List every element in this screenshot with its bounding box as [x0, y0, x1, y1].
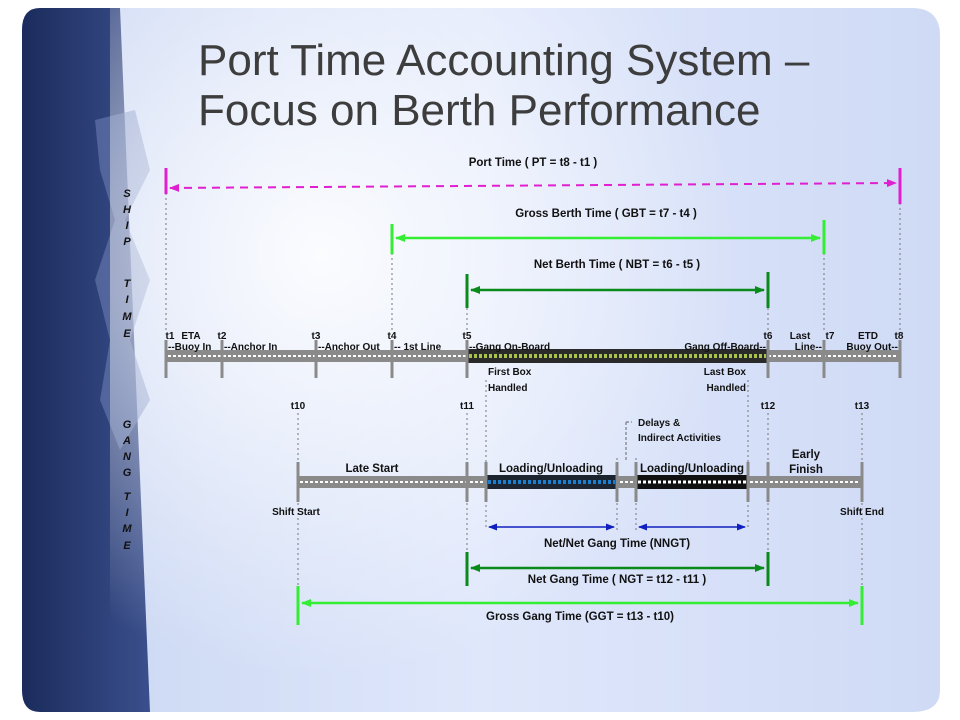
svg-text:t7: t7	[826, 331, 835, 342]
svg-text:H: H	[123, 204, 132, 216]
svg-text:Buoy Out--: Buoy Out--	[846, 342, 898, 353]
svg-text:Handled: Handled	[488, 383, 527, 394]
delays-callout: Delays & Indirect Activities	[625, 418, 721, 460]
gross-gang-label: Gross Gang Time (GGT = t13 - t10)	[486, 611, 674, 623]
svg-text:--Gang On-Board: --Gang On-Board	[469, 342, 550, 353]
loading-segment-1	[486, 475, 617, 489]
svg-text:P: P	[123, 236, 131, 248]
svg-text:Late Start: Late Start	[345, 463, 398, 475]
svg-text:Last Box: Last Box	[704, 367, 747, 378]
svg-text:t8: t8	[895, 331, 904, 342]
nngt-label: Net/Net Gang Time (NNGT)	[544, 538, 690, 550]
svg-text:M: M	[122, 523, 132, 535]
svg-text:--Anchor Out: --Anchor Out	[318, 342, 380, 353]
svg-text:I: I	[125, 294, 129, 306]
svg-text:--Anchor In: --Anchor In	[224, 342, 277, 353]
svg-text:Last: Last	[790, 331, 811, 342]
svg-text:Delays &: Delays &	[638, 418, 680, 429]
svg-text:T: T	[124, 491, 132, 503]
svg-text:Gang Off-Board--: Gang Off-Board--	[684, 342, 766, 353]
svg-text:E: E	[123, 328, 131, 340]
net-gang-label: Net Gang Time ( NGT = t12 - t11 )	[528, 574, 707, 586]
svg-text:Loading/Unloading: Loading/Unloading	[499, 463, 603, 475]
svg-text:t4: t4	[388, 331, 397, 342]
slide-title: Port Time Accounting System – Focus on B…	[198, 36, 898, 136]
svg-text:Shift Start: Shift Start	[272, 507, 320, 518]
ship-events: --Buoy In --Anchor In --Anchor Out -- 1s…	[168, 342, 898, 394]
svg-text:t12: t12	[761, 401, 776, 412]
ship-time-side-label: S H I P T I M E	[122, 188, 132, 340]
port-time-arrow	[169, 179, 897, 192]
svg-text:Handled: Handled	[707, 383, 746, 394]
title-line-2: Focus on Berth Performance	[198, 86, 761, 135]
svg-text:T: T	[124, 278, 132, 290]
svg-text:First Box: First Box	[488, 367, 532, 378]
gross-berth-label: Gross Berth Time ( GBT = t7 - t4 )	[515, 208, 697, 220]
svg-text:ETD: ETD	[858, 331, 878, 342]
svg-text:N: N	[123, 451, 132, 463]
svg-text:t3: t3	[312, 331, 321, 342]
svg-text:t1: t1	[166, 331, 175, 342]
svg-text:t6: t6	[764, 331, 773, 342]
svg-text:I: I	[125, 220, 129, 232]
ship-timeline	[164, 340, 902, 378]
loading-segment-2	[636, 475, 748, 489]
svg-text:Indirect Activities: Indirect Activities	[638, 433, 721, 444]
svg-text:G: G	[123, 467, 132, 479]
net-berth-label: Net Berth Time ( NBT = t6 - t5 )	[534, 259, 700, 271]
svg-text:S: S	[123, 188, 131, 200]
svg-text:ETA: ETA	[181, 331, 200, 342]
svg-text:t2: t2	[218, 331, 227, 342]
svg-text:A: A	[122, 435, 131, 447]
svg-text:I: I	[125, 507, 129, 519]
svg-text:M: M	[122, 311, 132, 323]
svg-text:E: E	[123, 540, 131, 552]
svg-text:G: G	[123, 419, 132, 431]
svg-text:Finish: Finish	[789, 464, 823, 476]
title-line-1: Port Time Accounting System –	[198, 36, 810, 85]
svg-text:Early: Early	[792, 449, 821, 461]
gang-time-side-label: G A N G T I M E	[122, 419, 132, 552]
gang-timeline	[296, 462, 864, 502]
gang-time-points: t10 t11 t12 t13	[291, 401, 870, 412]
svg-text:t11: t11	[460, 401, 474, 412]
svg-text:-- 1st Line: -- 1st Line	[394, 342, 442, 353]
gang-on-board-segment	[467, 349, 768, 363]
ship-time-points: t1 t2 t3 t4 t5 t6 t7 t8 ETA Last ETD	[166, 331, 904, 342]
svg-text:t5: t5	[463, 331, 472, 342]
svg-text:Loading/Unloading: Loading/Unloading	[640, 463, 744, 475]
svg-text:t13: t13	[855, 401, 870, 412]
gang-labels: Late Start Loading/Unloading Loading/Unl…	[272, 449, 884, 518]
svg-text:Line--: Line--	[795, 342, 822, 353]
svg-text:Shift End: Shift End	[840, 507, 884, 518]
svg-text:t10: t10	[291, 401, 306, 412]
svg-text:--Buoy In: --Buoy In	[168, 342, 211, 353]
port-time-label: Port Time ( PT = t8 - t1 )	[469, 157, 598, 169]
